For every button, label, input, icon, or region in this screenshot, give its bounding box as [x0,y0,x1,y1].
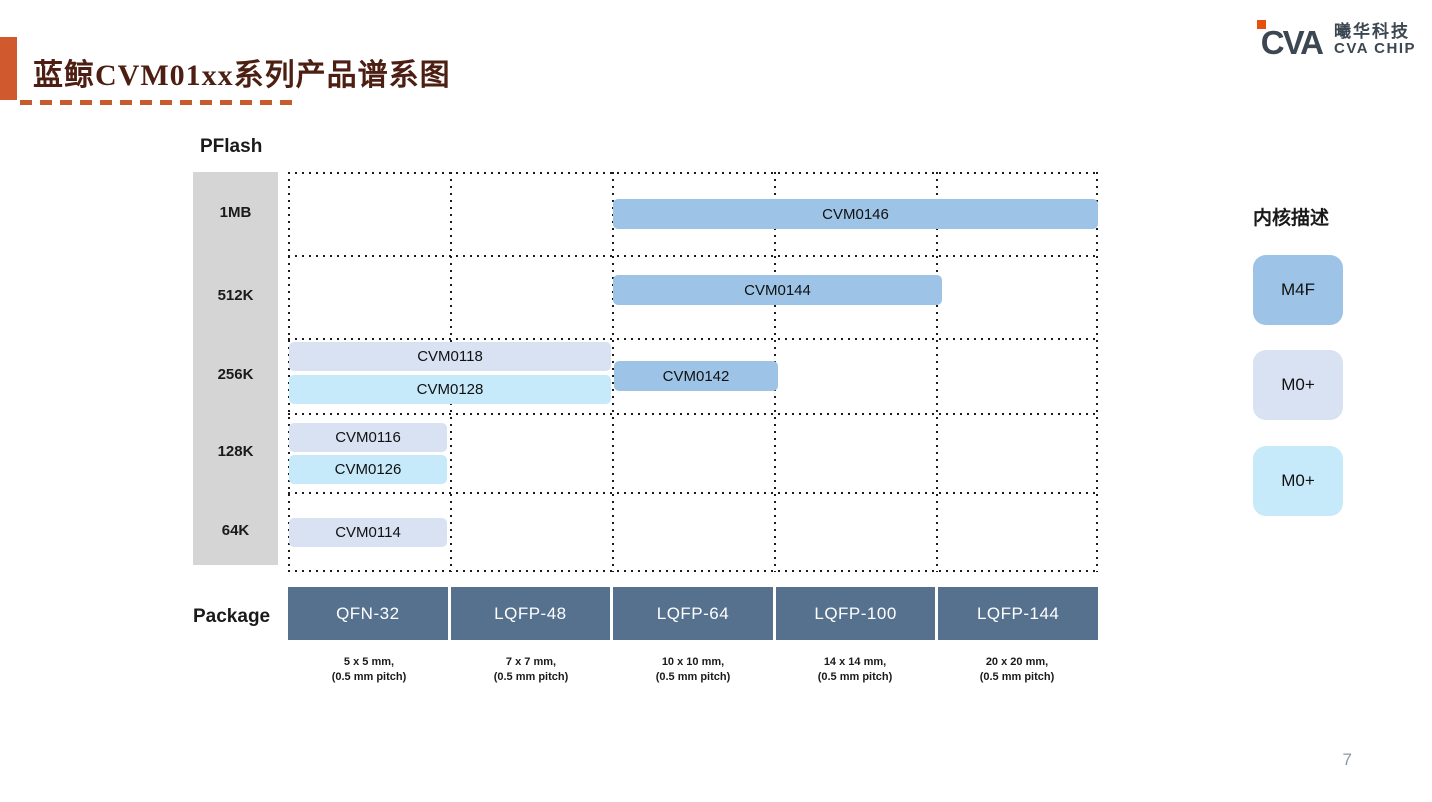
package-size-lqfp64: 10 x 10 mm, (0.5 mm pitch) [612,655,774,685]
package-size-line2: (0.5 mm pitch) [655,670,731,683]
cva-logo-mark: CVA [1256,20,1324,61]
y-tick-1mb: 1MB [219,204,252,221]
company-logo: CVA 曦华科技 CVA CHIP [1256,20,1416,61]
package-box-qfn32: QFN-32 [288,587,448,640]
page-number: 7 [1342,750,1352,769]
package-size-lqfp144: 20 x 20 mm, (0.5 mm pitch) [936,655,1098,685]
grid-line-h3 [288,413,1098,415]
package-size-line2: (0.5 mm pitch) [979,670,1055,683]
product-bar-cvm0142: CVM0142 [614,361,778,391]
y-tick-128k: 128K [217,443,254,460]
grid-line-v4 [936,172,938,572]
y-tick-256k: 256K [217,366,254,383]
legend-box-m0plus-lavender: M0+ [1253,350,1343,420]
package-size-line1: 7 x 7 mm, [505,656,557,668]
product-bar-cvm0118: CVM0118 [289,342,611,371]
grid-border-right [1096,172,1098,572]
package-captions: 5 x 5 mm, (0.5 mm pitch) 7 x 7 mm, (0.5 … [288,655,1098,685]
package-box-lqfp48: LQFP-48 [450,587,611,640]
logo-mark-text: CVA [1260,24,1324,61]
product-bar-cvm0128: CVM0128 [289,375,611,404]
page-title: 蓝鲸CVM01xx系列产品谱系图 [33,59,451,92]
package-size-lqfp48: 7 x 7 mm, (0.5 mm pitch) [450,655,612,685]
grid-border-bottom [288,570,1098,572]
package-size-line1: 5 x 5 mm, [343,656,395,668]
title-dashed-underline [20,100,296,105]
logo-names: 曦华科技 CVA CHIP [1333,21,1416,57]
package-size-line1: 20 x 20 mm, [985,656,1049,668]
y-tick-64k: 64K [221,522,250,539]
product-bar-cvm0144: CVM0144 [613,275,942,305]
package-size-line2: (0.5 mm pitch) [493,670,569,683]
package-box-lqfp64: LQFP-64 [613,587,773,640]
package-box-lqfp144: LQFP-144 [938,587,1098,640]
product-bar-cvm0126: CVM0126 [289,455,447,484]
legend-box-m0plus-cyan: M0+ [1253,446,1343,516]
grid-line-h1 [288,255,1098,257]
product-bar-cvm0146: CVM0146 [613,199,1098,229]
grid-line-h2 [288,338,1098,340]
company-name-en: CVA CHIP [1333,39,1416,57]
legend-box-m4f: M4F [1253,255,1343,325]
package-size-qfn32: 5 x 5 mm, (0.5 mm pitch) [288,655,450,685]
product-bar-cvm0116: CVM0116 [289,423,447,452]
company-name-cn: 曦华科技 [1333,21,1410,41]
y-axis-title: PFlash [200,136,263,157]
logo-orange-square-icon [1256,20,1266,29]
package-box-lqfp100: LQFP-100 [775,587,936,640]
y-tick-512k: 512K [217,287,254,304]
grid-line-v1 [450,172,452,572]
grid-line-h4 [288,492,1098,494]
y-axis-column: 1MB 512K 256K 128K 64K [193,172,278,565]
title-accent-bar [0,37,17,100]
grid-border-left [288,172,290,572]
package-size-line1: 14 x 14 mm, [823,656,887,668]
package-size-lqfp100: 14 x 14 mm, (0.5 mm pitch) [774,655,936,685]
product-bar-cvm0114: CVM0114 [289,518,447,547]
grid-border-top [288,172,1098,174]
legend-title: 内核描述 [1253,208,1330,229]
package-size-line1: 10 x 10 mm, [661,656,725,668]
package-row: QFN-32 LQFP-48 LQFP-64 LQFP-100 LQFP-144 [288,587,1098,640]
package-size-line2: (0.5 mm pitch) [331,670,407,683]
grid-line-v2 [612,172,614,572]
package-size-line2: (0.5 mm pitch) [817,670,893,683]
x-axis-title: Package [193,606,271,627]
